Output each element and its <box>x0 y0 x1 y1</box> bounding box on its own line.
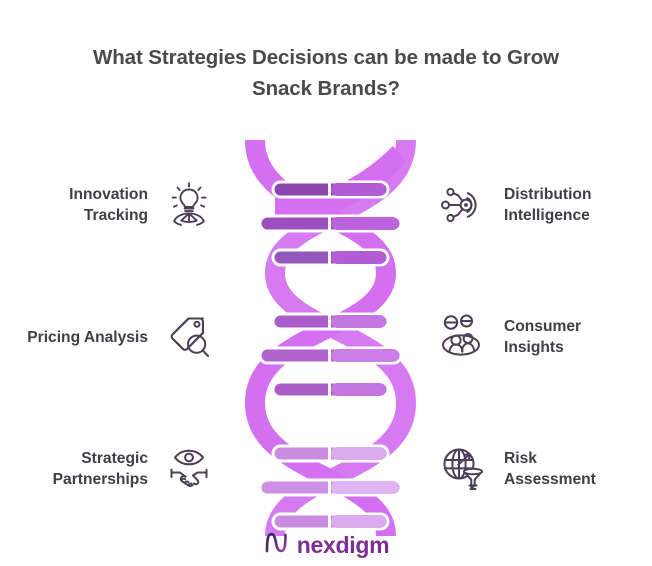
item-strategic-partnerships[interactable]: Strategic Partnerships <box>8 426 218 512</box>
item-label-strategic-partnerships: Strategic Partnerships <box>52 450 148 488</box>
item-label-pricing-analysis: Pricing Analysis <box>27 328 148 346</box>
network-nodes-icon <box>434 176 492 234</box>
dna-double-helix-graphic <box>243 138 418 538</box>
item-label-distribution-intelligence: Distribution Intelligence <box>504 186 592 224</box>
left-items-column: Innovation Tracking <box>8 150 218 540</box>
item-label-risk-assessment: Risk Assessment <box>504 450 596 488</box>
item-label-innovation-tracking: Innovation Tracking <box>69 186 148 224</box>
nexdigm-n-mark-icon <box>263 529 290 561</box>
page-title-line-2: Snack Brands? <box>252 77 400 100</box>
page-title-line-1: What Strategies Decisions can be made to… <box>93 46 559 69</box>
eye-handshake-icon <box>160 440 218 498</box>
item-label-consumer-insights: Consumer Insights <box>504 318 582 356</box>
item-distribution-intelligence[interactable]: Distribution Intelligence <box>434 162 644 248</box>
lightbulb-network-icon <box>160 176 218 234</box>
item-risk-assessment[interactable]: Risk Assessment <box>434 426 644 512</box>
page-title: What Strategies Decisions can be made to… <box>0 42 652 104</box>
nexdigm-wordmark: nexdigm <box>296 531 390 558</box>
globe-target-funnel-icon <box>434 440 492 498</box>
item-pricing-analysis[interactable]: Pricing Analysis <box>8 294 218 380</box>
right-items-column: Distribution Intelligence Cons <box>434 150 644 540</box>
nexdigm-logo[interactable]: nexdigm <box>0 529 652 561</box>
item-consumer-insights[interactable]: Consumer Insights <box>434 294 644 380</box>
item-innovation-tracking[interactable]: Innovation Tracking <box>8 162 218 248</box>
price-tag-magnifier-icon <box>160 308 218 366</box>
people-group-icon <box>434 308 492 366</box>
